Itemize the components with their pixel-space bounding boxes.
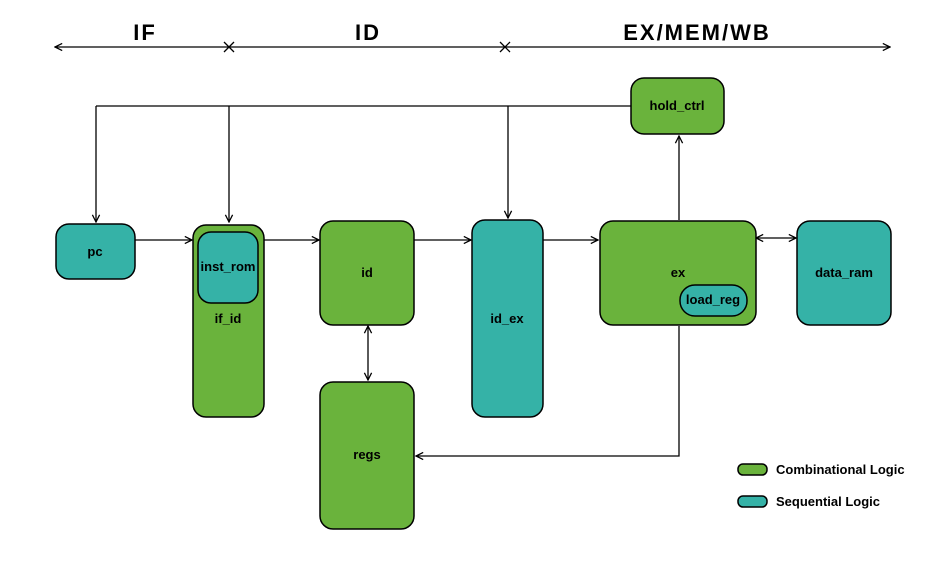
- legend: Combinational Logic Sequential Logic: [737, 462, 905, 509]
- block-regs: regs: [319, 381, 415, 530]
- legend-swatch-sequential: [737, 495, 768, 508]
- block-if-id: inst_rom if_id: [192, 224, 265, 418]
- stage-label-id: ID: [355, 20, 381, 45]
- id-label: id: [361, 265, 373, 280]
- id-ex-label: id_ex: [490, 311, 524, 326]
- block-ex: ex load_reg: [599, 220, 757, 326]
- id-box: [319, 220, 415, 326]
- stage-divider-id-ex: [499, 41, 511, 53]
- ex-label: ex: [671, 265, 686, 280]
- block-data-ram: data_ram: [796, 220, 892, 326]
- regs-label: regs: [353, 447, 380, 462]
- load-reg-label: load_reg: [686, 292, 740, 307]
- legend-label-combinational: Combinational Logic: [776, 462, 905, 477]
- writeback-wire: [416, 326, 680, 456]
- legend-swatch-combinational: [737, 463, 768, 476]
- block-pc: pc: [55, 223, 136, 280]
- load-reg-box: [679, 284, 748, 317]
- regs-box: [319, 381, 415, 530]
- data-ram-box: [796, 220, 892, 326]
- stage-divider-if-id: [223, 41, 235, 53]
- wires: [96, 105, 796, 456]
- block-id-ex: id_ex: [471, 219, 544, 418]
- if-id-label: if_id: [215, 311, 242, 326]
- pc-label: pc: [87, 244, 102, 259]
- block-id: id: [319, 220, 415, 326]
- pc-box: [55, 223, 136, 280]
- hold-ctrl-label: hold_ctrl: [650, 98, 705, 113]
- id-ex-box: [471, 219, 544, 418]
- stage-label-if: IF: [133, 20, 157, 45]
- inst-rom-label: inst_rom: [201, 259, 256, 274]
- hold-ctrl-box: [630, 77, 725, 135]
- legend-label-sequential: Sequential Logic: [776, 494, 880, 509]
- inst-rom-box: [197, 231, 259, 304]
- stage-timeline: IF ID EX/MEM/WB: [55, 20, 890, 53]
- stage-label-ex-mem-wb: EX/MEM/WB: [623, 20, 771, 45]
- block-hold-ctrl: hold_ctrl: [630, 77, 725, 135]
- data-ram-label: data_ram: [815, 265, 873, 280]
